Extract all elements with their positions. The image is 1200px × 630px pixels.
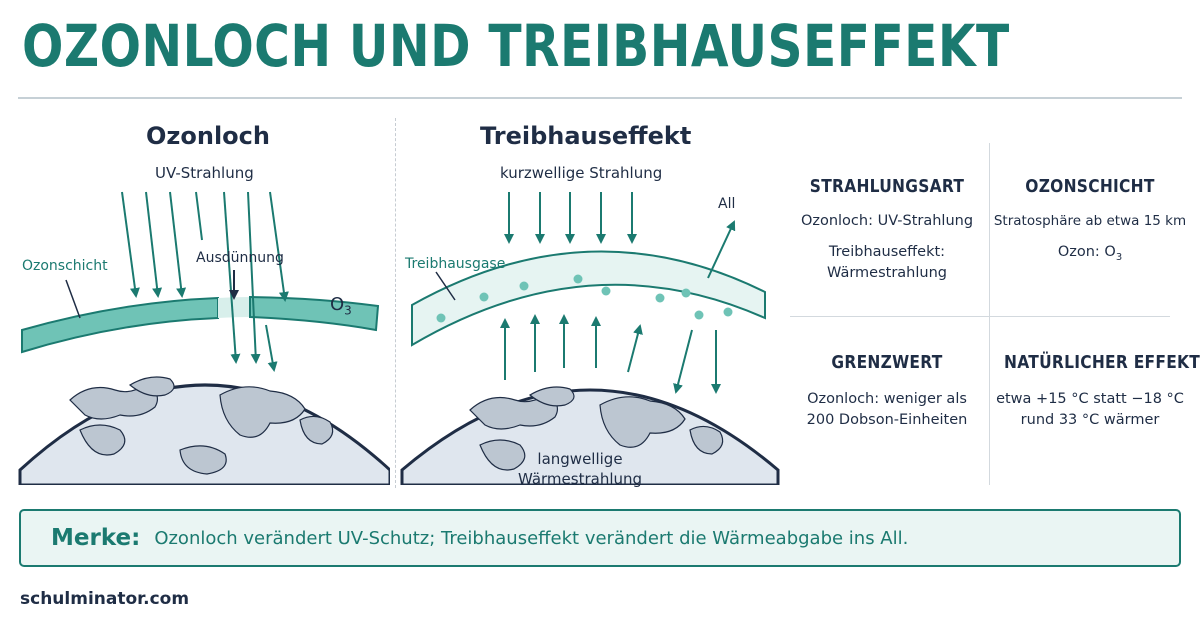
threshold-heading: GRENZWERT [831, 352, 943, 373]
space-label: All [718, 196, 736, 212]
longwave-line1: langwellige [537, 450, 623, 468]
merke-text: Ozonloch verändert UV-Schutz; Treibhause… [154, 527, 909, 549]
ozone-layer-line1: Stratosphäre ab etwa 15 km [993, 213, 1187, 229]
threshold-line1: Ozonloch: weniger als [807, 391, 967, 407]
greenhouse-band [411, 250, 766, 347]
merke-label: Merke: [51, 525, 141, 551]
uv-label: UV-Strahlung [155, 164, 254, 182]
shortwave-label: kurzwellige Strahlung [500, 164, 663, 182]
natural-line2: rund 33 °C wärmer [1020, 412, 1160, 428]
info-grid-vertical [989, 143, 990, 485]
natural-heading: NATÜRLICHER EFFEKT [1004, 352, 1200, 373]
ozone-layer-left [21, 296, 219, 354]
title-divider [18, 97, 1182, 99]
gases-label: Treibhausgase [405, 256, 506, 272]
info-radiation: STRAHLUNGSART Ozonloch: UV-Strahlung Tre… [787, 176, 987, 284]
backradiation-arrows [673, 329, 721, 394]
ozone-layer-left-right [249, 295, 380, 332]
radiation-line1: Ozonloch: UV-Strahlung [800, 213, 974, 229]
space-arrow [707, 220, 736, 279]
greenhouse-panel-title: Treibhauseffekt [480, 122, 692, 150]
diagram-graphic [18, 191, 780, 485]
ozone-formula-subscript: 3 [1115, 251, 1123, 263]
threshold-line2: 200 Dobson-Einheiten [806, 412, 968, 428]
continents-right [469, 386, 724, 471]
radiation-heading: STRAHLUNGSART [809, 176, 965, 197]
natural-line1: etwa +15 °C statt −18 °C [996, 391, 1184, 407]
o3-label: O3 [330, 294, 352, 318]
ozone-panel-title: Ozonloch [146, 122, 270, 150]
longwave-label: langwellige Wärmestrahlung [510, 449, 650, 489]
panel-separator [395, 118, 396, 488]
merke-box: Merke: Ozonloch verändert UV-Schutz; Tre… [19, 509, 1181, 567]
layer-pointer [65, 279, 81, 319]
ozone-layer-label: Ozonschicht [22, 258, 108, 274]
footer-site: schulminator.com [20, 589, 190, 609]
shortwave-arrows [504, 192, 637, 244]
info-ozone-layer: OZONSCHICHT Stratosphäre ab etwa 15 km O… [990, 176, 1190, 268]
thinning-label: Ausdünnung [196, 250, 284, 266]
radiation-line2: Treibhauseffekt: [828, 244, 946, 260]
longwave-arrows-up [500, 314, 643, 380]
ozone-hole [218, 297, 250, 318]
gases-pointer [435, 271, 456, 301]
continents-left [69, 376, 334, 475]
o3-subscript: 3 [344, 303, 352, 318]
ozone-formula: Ozon: O [1057, 244, 1116, 260]
o3-symbol: O [330, 294, 345, 315]
radiation-line3: Wärmestrahlung [827, 265, 947, 281]
longwave-line2: Wärmestrahlung [517, 470, 643, 488]
info-natural: NATÜRLICHER EFFEKT etwa +15 °C statt −18… [990, 352, 1200, 431]
info-threshold: GRENZWERT Ozonloch: weniger als 200 Dobs… [787, 352, 987, 431]
ozone-layer-line2: Ozon: O3 [990, 242, 1190, 268]
uv-arrows [121, 191, 289, 372]
info-grid-horizontal [790, 316, 1170, 317]
ozone-layer-heading: OZONSCHICHT [1025, 176, 1155, 197]
gas-molecules [436, 274, 733, 323]
page-title: OZONLOCH UND TREIBHAUSEFFEKT [22, 12, 1010, 80]
